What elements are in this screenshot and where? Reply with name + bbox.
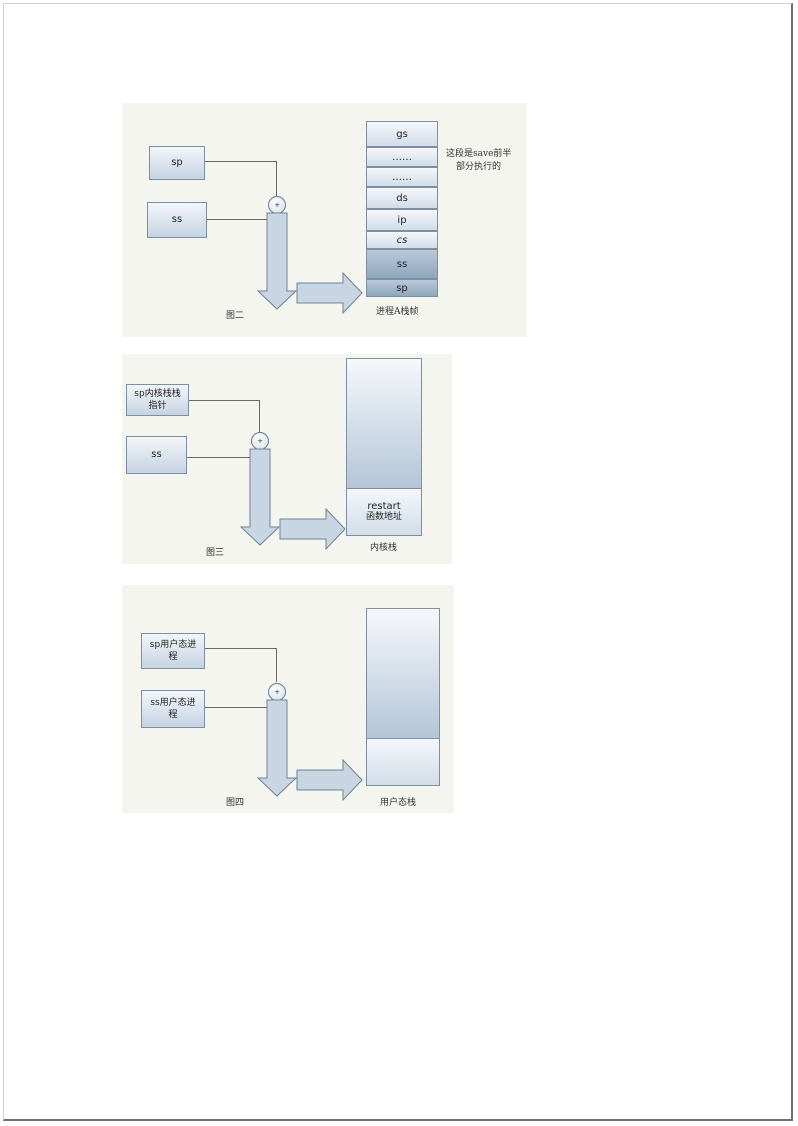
sp-user-register-label: sp用户态进程	[149, 640, 197, 662]
stack-cell-ss: ss	[366, 249, 438, 279]
sp-kernel-register-label: sp内核栈栈指针	[134, 389, 181, 411]
address-flow-arrow	[239, 448, 346, 551]
restart-desc-label: 函数地址	[365, 512, 402, 522]
adder-node: +	[251, 432, 269, 450]
sp-wire-down	[276, 161, 277, 197]
stack-cell-cs-label: cs	[396, 234, 408, 246]
sp-kernel-register-box: sp内核栈栈指针	[126, 384, 189, 416]
sp-wire	[189, 400, 259, 401]
stack-cell-sp-label: sp	[396, 282, 408, 294]
stack-cell-gs: gs	[366, 121, 438, 147]
sp-user-register-box: sp用户态进程	[141, 633, 205, 669]
figure-caption: 图三	[206, 548, 225, 558]
stack-cell-ds: ds	[366, 187, 438, 209]
stack-cell-ellipsis-1: ……	[366, 147, 438, 167]
ss-wire	[207, 219, 269, 220]
sp-register-label: sp	[171, 157, 183, 168]
stack-cell-ellipsis-2-label: ……	[392, 171, 412, 183]
address-flow-arrow	[256, 699, 363, 802]
ss-register-box: ss	[147, 202, 207, 238]
figure-caption: 图四	[226, 798, 245, 808]
ss-wire	[187, 457, 251, 458]
sp-wire-down	[276, 648, 277, 682]
figure-3-panel: sp内核栈栈指针 ss + 图三 restart 函数地址 内核栈	[122, 354, 452, 564]
adder-node: +	[268, 683, 286, 701]
save-note-line-1: 这段是save前半	[446, 149, 512, 159]
figure-2-panel: sp ss + 图二 gs …… …… ds ip cs ss sp 进程A栈帧…	[122, 103, 527, 337]
stack-cell-sp: sp	[366, 279, 438, 297]
stack-cell-gs-label: gs	[396, 128, 408, 140]
stack-caption: 进程A栈帧	[376, 307, 419, 317]
kernel-stack-body	[346, 358, 422, 490]
ss-user-register-label: ss用户态进程	[150, 698, 196, 720]
stack-cell-ellipsis-1-label: ……	[392, 151, 412, 163]
stack-cell-ds-label: ds	[396, 192, 408, 204]
save-note-line-2: 部分执行的	[456, 162, 502, 172]
stack-cell-cs: cs	[366, 231, 438, 249]
restart-address-cell: restart 函数地址	[346, 488, 422, 536]
stack-cell-ss-label: ss	[396, 258, 408, 270]
adder-symbol: +	[274, 688, 280, 696]
adder-symbol: +	[257, 437, 263, 445]
user-stack-bottom-cell	[366, 738, 440, 786]
ss-register-label: ss	[151, 449, 162, 460]
sp-wire	[205, 648, 276, 649]
adder-symbol: +	[274, 201, 280, 209]
restart-label: restart	[367, 501, 401, 512]
save-note: 这段是save前半 部分执行的	[446, 148, 511, 174]
stack-caption: 用户态栈	[380, 798, 417, 808]
figure-4-panel: sp用户态进程 ss用户态进程 + 图四 用户态栈	[122, 585, 454, 813]
stack-caption: 内核栈	[370, 543, 398, 553]
stack-cell-ellipsis-2: ……	[366, 167, 438, 187]
adder-node: +	[268, 196, 286, 214]
stack-cell-ip: ip	[366, 209, 438, 231]
user-stack-body	[366, 608, 440, 740]
ss-register-box: ss	[126, 436, 187, 474]
ss-register-label: ss	[171, 214, 183, 225]
sp-register-box: sp	[149, 146, 205, 180]
figure-caption: 图二	[226, 311, 245, 321]
ss-wire	[205, 707, 269, 708]
stack-cell-ip-label: ip	[397, 214, 407, 226]
sp-wire-down	[259, 400, 260, 432]
sp-wire	[205, 161, 277, 162]
address-flow-arrow	[256, 212, 363, 315]
ss-user-register-box: ss用户态进程	[141, 690, 205, 728]
